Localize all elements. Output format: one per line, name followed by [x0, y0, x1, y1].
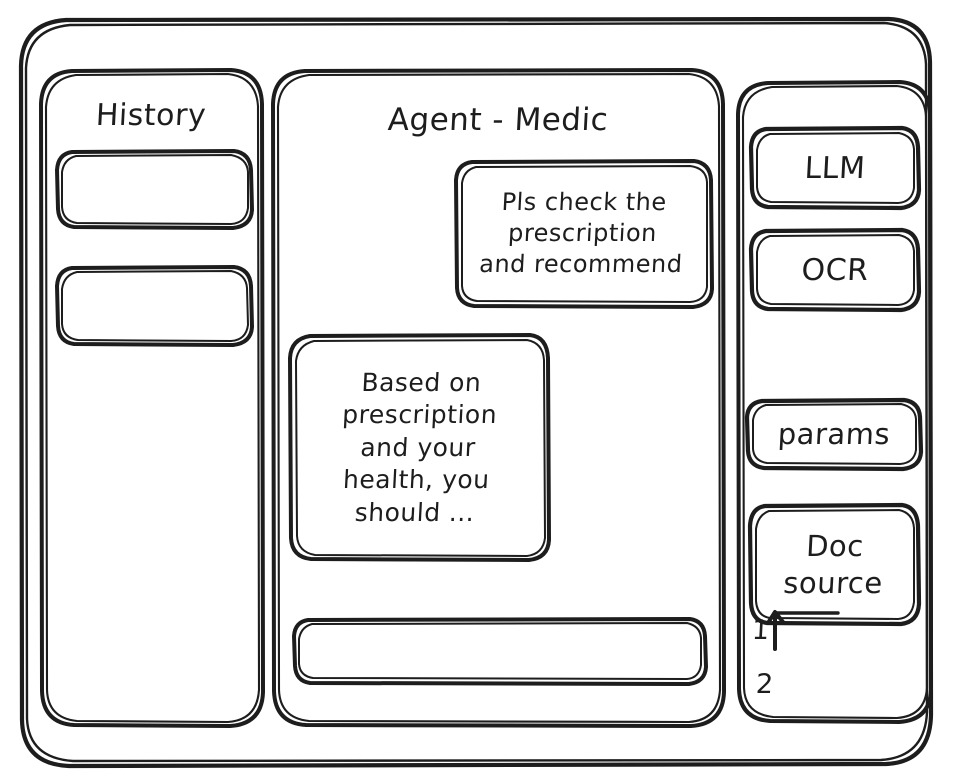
history-list-item[interactable]: [57, 150, 250, 228]
assistant-message-bubble: Based on prescription and your health, y…: [282, 334, 554, 562]
assistant-message-line: health, you: [342, 465, 491, 495]
message-composer-input[interactable]: [293, 618, 704, 683]
assistant-message-line: and your: [359, 432, 477, 462]
assistant-message-line: prescription: [341, 400, 498, 430]
user-message-line: prescription: [507, 218, 658, 247]
doc-source-reference-2[interactable]: 2: [755, 668, 775, 700]
assistant-message-line: should ...: [354, 497, 476, 527]
doc-source-reference-1[interactable]: 1: [751, 614, 771, 646]
history-panel-title: History: [94, 97, 208, 133]
doc-source-line-1: Doc: [805, 529, 865, 564]
agent-panel-title: Agent - Medic: [386, 102, 610, 138]
assistant-message-line: Based on: [360, 367, 483, 397]
user-message-bubble: Pls check the prescription and recommend: [451, 160, 714, 307]
tool-chip-llm[interactable]: LLM: [803, 150, 867, 186]
tool-chip-doc-source[interactable]: Doc source: [747, 504, 921, 626]
history-list-item[interactable]: [57, 266, 250, 344]
user-message-line: and recommend: [478, 250, 684, 279]
tool-chip-ocr[interactable]: OCR: [800, 252, 870, 288]
tool-chip-params[interactable]: params: [776, 417, 892, 451]
user-message-line: Pls check the: [500, 187, 668, 216]
doc-source-line-2: source: [782, 566, 884, 600]
